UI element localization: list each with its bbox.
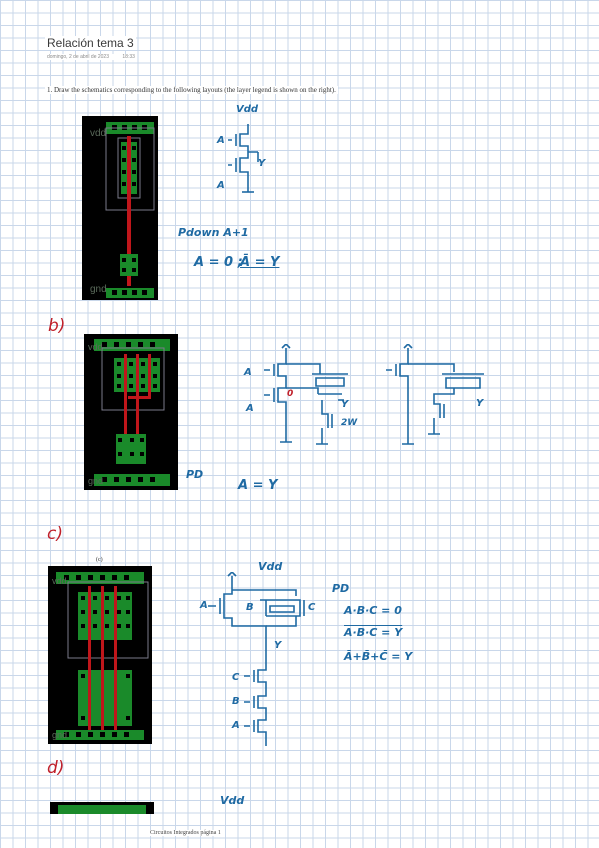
note-c-pd: PD — [332, 582, 350, 595]
layout-c-gnd: gnd — [52, 730, 67, 740]
section-d-label: d) — [47, 758, 65, 778]
note-c-a2: A — [232, 720, 240, 731]
note-d-vdd: Vdd — [220, 794, 245, 807]
layout-c-image: vdd gnd — [48, 566, 152, 744]
page-footer: Circuitos Integrados página 1 — [148, 830, 223, 836]
schematic-b-left — [258, 344, 358, 454]
note-c-b: B — [246, 602, 254, 613]
note-a-y: Y — [258, 158, 266, 169]
layout-a-image: vdd gnd — [82, 116, 158, 300]
page-datetime: domingo, 2 de abril de 2023 18:33 — [45, 54, 137, 60]
layout-b-vdd: vdd — [88, 342, 103, 352]
note-b-zero: 0 — [287, 389, 294, 399]
layout-c-vdd: vdd — [52, 576, 67, 586]
page-time: 18:33 — [122, 54, 135, 60]
note-b-a2: A — [246, 403, 254, 414]
note-c-eq1: A·B·C = 0 — [344, 604, 402, 617]
note-c-y: Y — [274, 640, 282, 651]
note-c-eq3: Ā+B̄+C̄ = Y — [344, 650, 413, 663]
note-c-eq2: A·B·C = Y — [344, 626, 403, 639]
note-b-y2: Y — [476, 398, 484, 409]
layout-a-vdd: vdd — [90, 128, 106, 139]
schematic-b-right — [380, 344, 490, 456]
layout-b-image: vdd gnd — [84, 334, 178, 490]
layout-d-image-partial — [50, 802, 154, 814]
note-a-eq: A = 0 ; — [194, 255, 243, 270]
layout-a-gnd: gnd — [90, 284, 107, 295]
note-c-a: A — [200, 600, 208, 611]
note-a-a1: A — [217, 135, 225, 146]
note-b-2w: 2W — [341, 418, 358, 428]
page-date: domingo, 2 de abril de 2023 — [47, 54, 109, 60]
note-c-b2: B — [232, 696, 240, 707]
note-c-c: C — [308, 602, 316, 613]
question-text: 1. Draw the schematics corresponding to … — [45, 86, 338, 94]
note-b-pd: PD — [186, 468, 204, 481]
layout-b-gnd: gnd — [88, 476, 103, 486]
note-b-a1: A — [244, 367, 252, 378]
note-b-y: Y — [341, 399, 349, 410]
layout-c-caption: (c) — [96, 557, 103, 563]
note-a-vdd: Vdd — [236, 104, 259, 115]
note-b-eq: A = Y — [238, 478, 278, 493]
note-a-res: Ā = Y — [240, 255, 280, 270]
page-title: Relación tema 3 — [45, 36, 136, 50]
schematic-c — [200, 572, 330, 752]
note-a-a2: A — [217, 180, 225, 191]
section-b-label: b) — [48, 316, 66, 336]
section-c-label: c) — [47, 524, 63, 544]
note-a-pdown: Pdown A+1 — [178, 226, 249, 239]
note-c-c2: C — [232, 672, 240, 683]
schematic-a — [218, 108, 278, 208]
note-c-vdd: Vdd — [258, 560, 283, 573]
